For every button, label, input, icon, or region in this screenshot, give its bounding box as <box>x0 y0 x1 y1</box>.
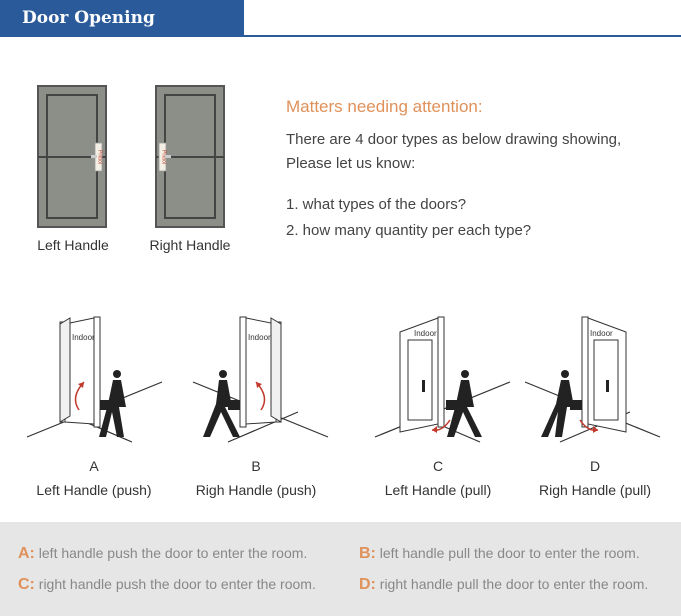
scene-a-illustration: Indoor <box>26 316 163 443</box>
note-a-text: left handle push the door to enter the r… <box>34 545 308 561</box>
indoor-label: Indoor <box>248 333 271 342</box>
attention-question-1: 1. what types of the doors? <box>286 196 467 213</box>
scene-c-letter: C <box>432 458 444 474</box>
note-b: B: left handle pull the door to enter th… <box>359 545 640 563</box>
note-d-key: D: <box>359 576 376 593</box>
note-a-key: A: <box>18 545 35 562</box>
attention-title: Matters needing attention: <box>286 97 483 116</box>
indoor-label: Indoor <box>414 329 437 338</box>
right-handle-door-illustration: Pinbol <box>155 85 225 228</box>
notes-panel: A: left handle push the door to enter th… <box>0 522 681 616</box>
note-c-key: C: <box>18 576 35 593</box>
scene-d-illustration: Indoor <box>524 316 661 443</box>
note-d: D: right handle pull the door to enter t… <box>359 576 648 594</box>
note-d-text: right handle pull the door to enter the … <box>375 576 649 592</box>
scene-d-letter: D <box>589 458 601 474</box>
scene-d-caption: Righ Handle (pull) <box>538 482 652 498</box>
scene-c-caption: Left Handle (pull) <box>384 482 492 498</box>
section-title: Door Opening Direction <box>0 0 244 64</box>
attention-question-2: 2. how many quantity per each type? <box>286 222 532 239</box>
note-a: A: left handle push the door to enter th… <box>18 545 307 563</box>
right-handle-label: Right Handle <box>149 237 231 253</box>
lock-label: Pinbol <box>161 150 167 164</box>
note-b-key: B: <box>359 545 376 562</box>
indoor-label: Indoor <box>590 329 613 338</box>
attention-line-1: There are 4 door types as below drawing … <box>286 131 622 148</box>
attention-line-2: Please let us know: <box>286 155 416 172</box>
scene-b-letter: B <box>251 458 261 474</box>
header-divider <box>0 35 681 37</box>
left-handle-label: Left Handle <box>37 237 109 253</box>
left-handle-door-illustration: Pinbol <box>37 85 107 228</box>
note-b-text: left handle pull the door to enter the r… <box>375 545 640 561</box>
note-c: C: right handle push the door to enter t… <box>18 576 316 594</box>
scene-b-illustration: Indoor <box>192 316 329 443</box>
scene-b-caption: Righ Handle (push) <box>195 482 317 498</box>
note-c-text: right handle push the door to enter the … <box>34 576 316 592</box>
scene-c-illustration: Indoor <box>374 316 511 443</box>
scene-a-caption: Left Handle (push) <box>36 482 152 498</box>
scene-a-letter: A <box>89 458 99 474</box>
lock-label: Pinbol <box>97 150 103 164</box>
indoor-label: Indoor <box>72 333 95 342</box>
